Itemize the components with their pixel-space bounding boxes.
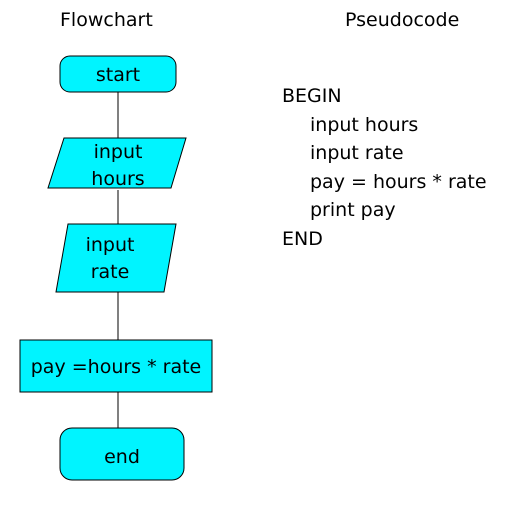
pseudocode-line-begin: BEGIN (282, 85, 342, 107)
start-terminal: start (59, 55, 177, 93)
process-label: pay =hours * rate (31, 356, 202, 378)
end-label: end (104, 446, 140, 468)
input-hours-label-line1: input (94, 141, 143, 163)
input-hours-label-line2: hours (91, 168, 144, 190)
end-terminal: end (59, 427, 185, 481)
input-rate-label-line1: input (86, 234, 135, 256)
flowchart-heading: Flowchart (60, 9, 153, 31)
start-label: start (96, 64, 140, 86)
pseudocode-block: BEGIN input hours input rate pay = hours… (282, 82, 487, 253)
input-rate-shape: input rate (55, 223, 177, 293)
pseudocode-line-input-rate: input rate (310, 142, 404, 164)
pseudocode-line-input-hours: input hours (310, 113, 419, 136)
input-rate-label-line2: rate (91, 261, 130, 283)
pseudocode-line-print-pay: print pay (310, 199, 396, 221)
pseudocode-heading: Pseudocode (345, 9, 460, 31)
pseudocode-line-pay: pay = hours * rate (310, 170, 487, 193)
input-hours-shape: input hours (47, 137, 187, 190)
process-box: pay =hours * rate (19, 339, 213, 393)
pseudocode-line-end: END (282, 227, 323, 250)
